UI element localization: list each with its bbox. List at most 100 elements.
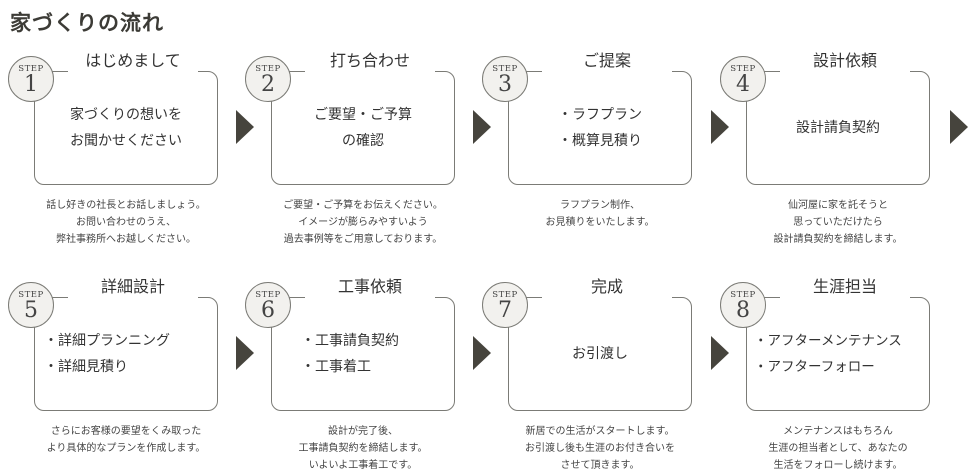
- arrow-right-icon: [473, 336, 491, 370]
- step-label: STEP: [255, 64, 281, 74]
- description-line: さらにお客様の要望をくみ取った: [50, 426, 202, 437]
- step-box: [746, 71, 930, 185]
- step-badge: STEP 2: [245, 56, 291, 102]
- step-number: 3: [498, 72, 512, 97]
- step-description: メンテナンスはもちろん 生涯の担当者として、あなたの 生活をフォローし続けます。: [720, 423, 956, 474]
- content-line: 設計請負契約: [796, 120, 880, 136]
- content-line: お聞かせください: [70, 133, 182, 149]
- step-label: STEP: [492, 64, 518, 74]
- arrow-right-icon: [236, 110, 254, 144]
- step-title: 設計依頼: [780, 50, 910, 72]
- content-line: ・詳細プランニング: [44, 333, 170, 349]
- content-line: ・詳細見積り: [44, 359, 128, 375]
- step-label: STEP: [492, 290, 518, 300]
- description-line: 生活をフォローし続けます。: [773, 460, 903, 471]
- description-line: 生涯の担当者として、あなたの: [768, 443, 908, 454]
- step-content: ・ラフプラン ・概算見積り: [508, 71, 692, 185]
- description-line: 話し好きの社長とお話しましょう。: [46, 200, 206, 211]
- step-badge: STEP 7: [482, 282, 528, 328]
- description-line: 仙河屋に家を託そうと: [788, 200, 888, 211]
- step-description: 設計が完了後、 工事請負契約を締結します。 いよいよ工事着工です。: [245, 423, 481, 474]
- step-box: [271, 297, 455, 411]
- content-line: ・概算見積り: [558, 133, 642, 149]
- step-description: 話し好きの社長とお話しましょう。 お問い合わせのうえ、 弊社事務所へお越しくださ…: [8, 197, 244, 248]
- step-label: STEP: [18, 64, 44, 74]
- description-line: お引渡し後も生涯のお付き合いを: [525, 443, 675, 454]
- step-label: STEP: [730, 64, 756, 74]
- arrow-right-icon: [236, 336, 254, 370]
- step-number: 4: [736, 72, 750, 97]
- step-5: ・詳細プランニング ・詳細見積り 詳細設計 STEP 5 さらにお客様の要望をく…: [8, 276, 238, 476]
- description-line: イメージが膨らみやすいよう: [298, 217, 428, 228]
- page-title: 家づくりの流れ: [10, 11, 164, 35]
- step-content: 家づくりの想いを お聞かせください: [34, 71, 218, 185]
- description-line: 工事請負契約を締結します。: [298, 443, 428, 454]
- step-content: お引渡し: [508, 297, 692, 411]
- description-line: 設計が完了後、: [328, 426, 398, 437]
- step-title: 生涯担当: [780, 276, 910, 298]
- step-badge: STEP 5: [8, 282, 54, 328]
- step-title: ご提案: [542, 50, 672, 72]
- step-label: STEP: [18, 290, 44, 300]
- step-badge: STEP 6: [245, 282, 291, 328]
- step-label: STEP: [730, 290, 756, 300]
- content-line: ご要望・ご予算: [314, 107, 412, 123]
- step-number: 1: [24, 72, 38, 97]
- description-line: より具体的なプランを作成します。: [46, 443, 206, 454]
- content-line: ・ラフプラン: [558, 107, 642, 123]
- description-line: お見積りをいたします。: [545, 217, 655, 228]
- content-line: 家づくりの想いを: [70, 107, 182, 123]
- step-title: 工事依頼: [305, 276, 435, 298]
- step-description: さらにお客様の要望をくみ取った より具体的なプランを作成します。: [8, 423, 244, 457]
- step-4: 設計請負契約 設計依頼 STEP 4 仙河屋に家を託そうと 思っていただけたら …: [720, 50, 950, 250]
- description-line: させて頂きます。: [560, 460, 640, 471]
- step-8: ・アフターメンテナンス ・アフターフォロー 生涯担当 STEP 8 メンテナンス…: [720, 276, 950, 476]
- content-line: ・工事着工: [301, 359, 371, 375]
- arrow-right-icon: [950, 110, 968, 144]
- step-box: [34, 71, 218, 185]
- step-box: [271, 71, 455, 185]
- step-number: 7: [498, 298, 512, 323]
- step-box: [508, 297, 692, 411]
- arrow-right-icon: [711, 110, 729, 144]
- step-description: 仙河屋に家を託そうと 思っていただけたら 設計請負契約を締結します。: [720, 197, 956, 248]
- step-6: ・工事請負契約 ・工事着工 工事依頼 STEP 6 設計が完了後、 工事請負契約…: [245, 276, 475, 476]
- step-title: 打ち合わせ: [305, 50, 435, 72]
- step-number: 5: [24, 298, 38, 323]
- step-number: 8: [736, 298, 750, 323]
- content-line: ・工事請負契約: [301, 333, 399, 349]
- arrow-right-icon: [711, 336, 729, 370]
- content-line: ・アフターフォロー: [754, 359, 875, 375]
- step-badge: STEP 1: [8, 56, 54, 102]
- content-line: ・アフターメンテナンス: [754, 333, 902, 349]
- step-description: ご要望・ご予算をお伝えください。 イメージが膨らみやすいよう 過去事例等をご用意…: [245, 197, 481, 248]
- step-3: ・ラフプラン ・概算見積り ご提案 STEP 3 ラフプラン制作、 お見積りをい…: [482, 50, 712, 250]
- description-line: ラフプラン制作、: [560, 200, 640, 211]
- description-line: 思っていただけたら: [793, 217, 883, 228]
- step-title: はじめまして: [68, 50, 198, 72]
- step-description: ラフプラン制作、 お見積りをいたします。: [482, 197, 718, 231]
- step-badge: STEP 8: [720, 282, 766, 328]
- description-line: お問い合わせのうえ、: [76, 217, 176, 228]
- description-line: 設計請負契約を締結します。: [773, 234, 903, 245]
- step-content: ご要望・ご予算 の確認: [271, 71, 455, 185]
- description-line: 新居での生活がスタートします。: [525, 426, 675, 437]
- step-box: [746, 297, 930, 411]
- step-content: ・詳細プランニング ・詳細見積り: [34, 297, 218, 411]
- step-title: 詳細設計: [68, 276, 198, 298]
- arrow-right-icon: [473, 110, 491, 144]
- step-1: 家づくりの想いを お聞かせください はじめまして STEP 1 話し好きの社長と…: [8, 50, 238, 250]
- step-number: 6: [261, 298, 275, 323]
- step-7: お引渡し 完成 STEP 7 新居での生活がスタートします。 お引渡し後も生涯の…: [482, 276, 712, 476]
- step-badge: STEP 3: [482, 56, 528, 102]
- description-line: メンテナンスはもちろん: [783, 426, 893, 437]
- content-line: お引渡し: [572, 346, 628, 362]
- step-content: 設計請負契約: [746, 71, 930, 185]
- step-content: ・アフターメンテナンス ・アフターフォロー: [746, 297, 930, 411]
- step-2: ご要望・ご予算 の確認 打ち合わせ STEP 2 ご要望・ご予算をお伝えください…: [245, 50, 475, 250]
- content-line: の確認: [342, 133, 384, 149]
- step-badge: STEP 4: [720, 56, 766, 102]
- step-title: 完成: [542, 276, 672, 298]
- description-line: 過去事例等をご用意しております。: [283, 234, 443, 245]
- description-line: 弊社事務所へお越しください。: [56, 234, 196, 245]
